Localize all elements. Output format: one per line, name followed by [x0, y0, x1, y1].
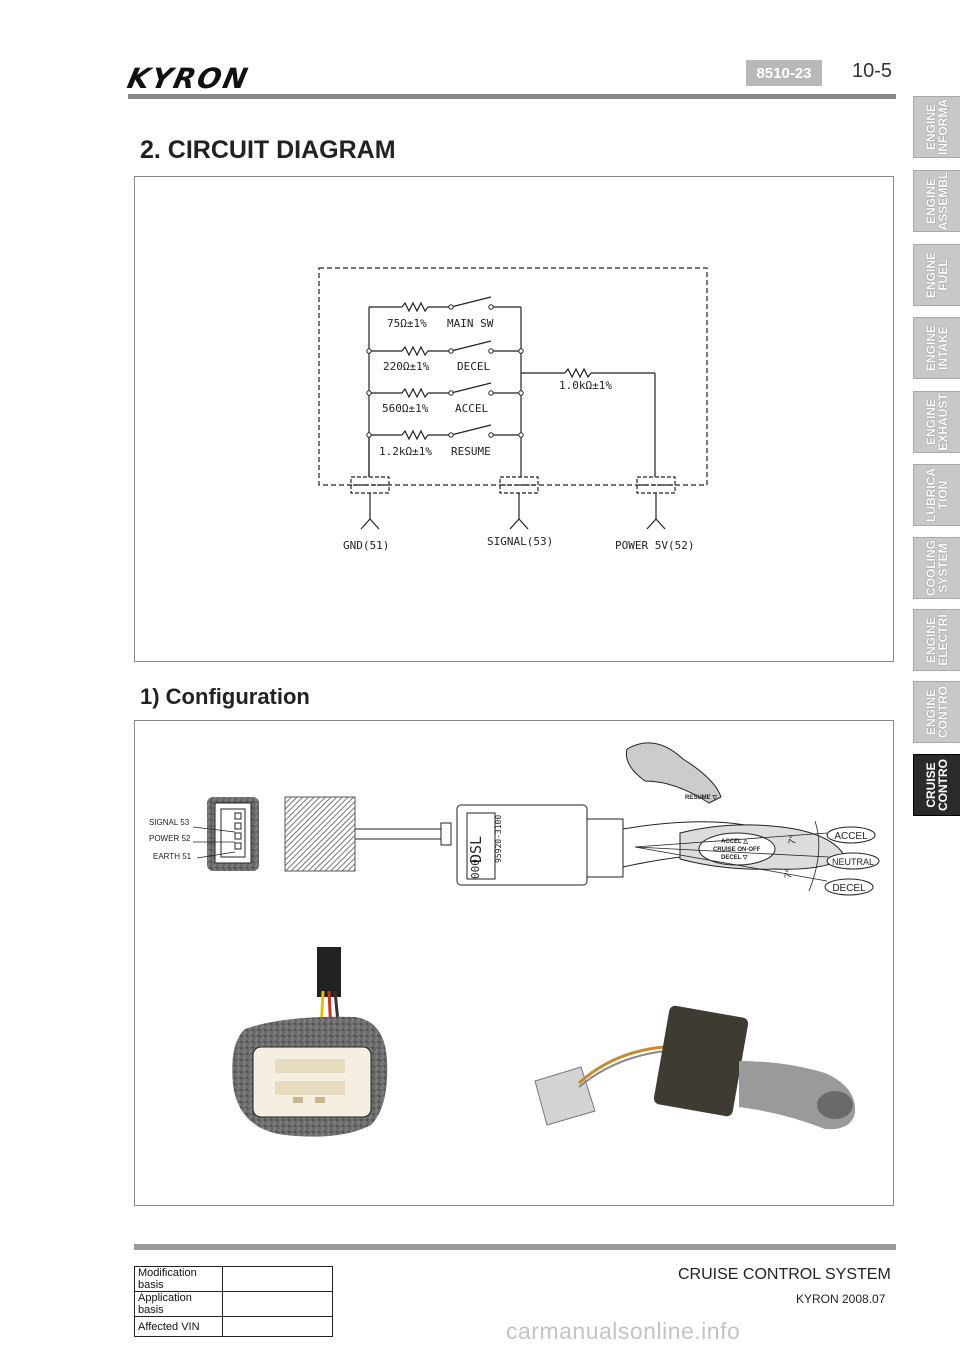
- switch-body: [456, 742, 846, 886]
- configuration-frame: SIGNAL 53 POWER 52 EARTH 51 DSL 000 9592…: [134, 720, 894, 1206]
- position-decel: DECEL: [832, 883, 866, 894]
- lever-text-cruise: CRUISE ON-OFF: [713, 847, 761, 853]
- kyron-logo: KYRON: [124, 62, 253, 95]
- table-row: Affected VIN: [134, 1316, 333, 1337]
- circuit-diagram: 75Ω±1% MAIN SW 220Ω±1% DECEL 560Ω±1% ACC…: [318, 267, 708, 552]
- tab-engine-assembly[interactable]: ENGINE ASSEMBL: [913, 170, 960, 232]
- position-neutral: NEUTRAL: [832, 857, 874, 867]
- tab-engine-exhaust[interactable]: ENGINE EXHAUST: [913, 391, 960, 453]
- tab-label: ENGINE CONTRO: [924, 686, 950, 738]
- section-title: 2. CIRCUIT DIAGRAM: [140, 136, 396, 164]
- resistor-label-560: 560Ω±1%: [382, 402, 429, 415]
- table-value: [222, 1266, 333, 1292]
- switch-label-accel: ACCEL: [455, 402, 488, 415]
- tab-label: ENGINE INFORMA: [924, 99, 950, 155]
- switch-label-decel: DECEL: [457, 360, 490, 373]
- resistor-label-220: 220Ω±1%: [383, 360, 430, 373]
- tab-label: LUBRICA TION: [924, 468, 950, 522]
- tab-engine-information[interactable]: ENGINE INFORMA: [913, 96, 960, 158]
- switch-text-000: 000: [469, 859, 482, 879]
- pullup-resistor-label: 1.0kΩ±1%: [559, 379, 612, 392]
- tab-label: ENGINE ELECTRI: [924, 614, 950, 666]
- table-row: Application basis: [134, 1291, 333, 1317]
- angle-label-upper: 7°: [787, 834, 799, 845]
- table-value: [222, 1316, 333, 1337]
- section-code-badge: 8510-23: [746, 60, 822, 86]
- footer-rule: [134, 1244, 896, 1250]
- resistor-label-1200: 1.2kΩ±1%: [379, 445, 432, 458]
- circuit-diagram-frame: 75Ω±1% MAIN SW 220Ω±1% DECEL 560Ω±1% ACC…: [134, 176, 894, 662]
- position-accel: ACCEL: [834, 831, 868, 842]
- lever-text-resume: RESUME ▽: [685, 795, 717, 801]
- page-number: 10-5: [852, 60, 893, 82]
- switch-part-number: 95920-3100: [494, 815, 503, 863]
- tab-label: ENGINE FUEL: [924, 251, 950, 299]
- tab-engine-electrical[interactable]: ENGINE ELECTRI: [913, 609, 960, 671]
- tab-label: ENGINE ASSEMBL: [924, 171, 950, 231]
- modification-table: Modification basis Application basis Aff…: [134, 1266, 333, 1337]
- tab-label: COOLING SYSTEM: [924, 540, 950, 596]
- row-decel: [369, 340, 521, 357]
- terminal-power: POWER 5V(52): [615, 539, 694, 552]
- switch-label-resume: RESUME: [451, 445, 491, 458]
- connector-body: [284, 796, 356, 872]
- configuration-title: 1) Configuration: [140, 684, 310, 709]
- pin-label-power: POWER 52: [149, 834, 191, 843]
- terminal-gnd: GND(51): [343, 539, 389, 552]
- row-main: [369, 296, 521, 313]
- connector-end-view: [192, 797, 259, 871]
- header-rule: [128, 94, 896, 99]
- row-resume: [369, 424, 521, 441]
- connector-photo: [232, 947, 388, 1137]
- pin-label-signal: SIGNAL 53: [149, 818, 190, 827]
- pin-label-earth: EARTH 51: [153, 852, 192, 861]
- switch-label-main: MAIN SW: [447, 317, 494, 330]
- configuration-illustration: SIGNAL 53 POWER 52 EARTH 51 DSL 000 9592…: [149, 742, 880, 1137]
- row-accel: [369, 382, 521, 399]
- watermark: carmanualsonline.info: [506, 1318, 741, 1344]
- table-label: Application basis: [134, 1291, 223, 1317]
- tab-cooling-system[interactable]: COOLING SYSTEM: [913, 537, 960, 599]
- resistor-label-75: 75Ω±1%: [387, 317, 427, 330]
- angle-label-lower: 7°: [783, 868, 795, 879]
- footer-title: CRUISE CONTROL SYSTEM: [678, 1266, 891, 1283]
- table-label: Modification basis: [134, 1266, 223, 1292]
- tab-lubrication[interactable]: LUBRICA TION: [913, 464, 960, 526]
- tab-label: ENGINE INTAKE: [924, 324, 950, 372]
- switch-assembly-photo: [534, 1005, 856, 1130]
- table-row: Modification basis: [134, 1266, 333, 1292]
- table-value: [222, 1291, 333, 1317]
- tab-label: ENGINE EXHAUST: [924, 393, 950, 451]
- lever-text-decel: DECEL ▽: [721, 855, 748, 861]
- table-label: Affected VIN: [134, 1316, 223, 1337]
- footer-subtitle: KYRON 2008.07: [796, 1292, 886, 1306]
- lever-text-accel: ACCEL △: [721, 838, 748, 845]
- tab-engine-intake[interactable]: ENGINE INTAKE: [913, 317, 960, 379]
- tab-engine-control[interactable]: ENGINE CONTRO: [913, 681, 960, 743]
- tab-label: CRUISE CONTRO: [924, 759, 950, 811]
- terminal-signal: SIGNAL(53): [487, 535, 553, 548]
- tab-engine-fuel[interactable]: ENGINE FUEL: [913, 244, 960, 306]
- switch-text-dsl: DSL: [467, 836, 485, 863]
- tab-cruise-control[interactable]: CRUISE CONTRO: [913, 754, 960, 816]
